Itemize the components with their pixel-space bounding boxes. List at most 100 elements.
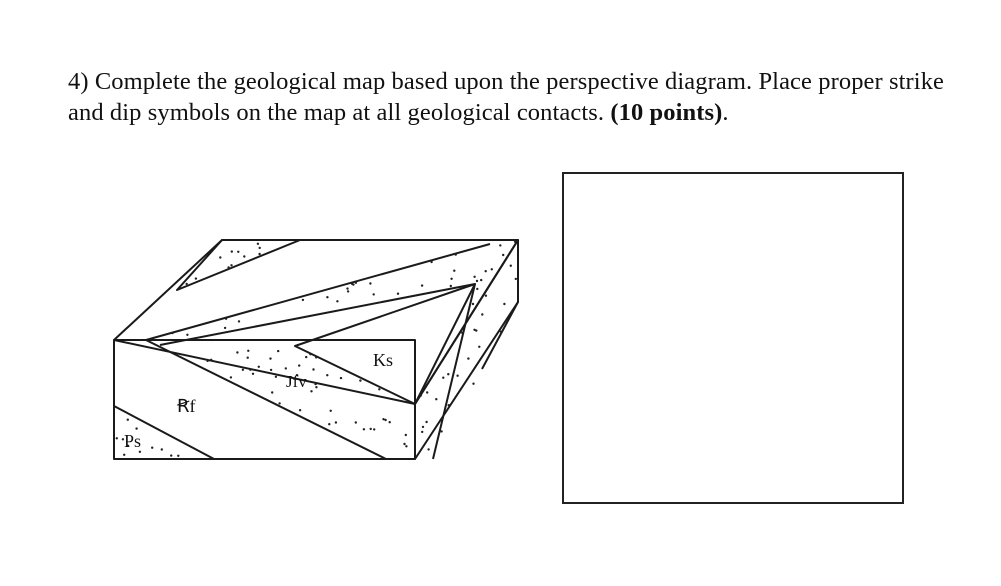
stipple-dot xyxy=(241,368,245,371)
stipple-dot xyxy=(237,250,240,253)
stipple-dot xyxy=(490,268,493,271)
stipple-dot xyxy=(305,355,308,359)
ks-wedge xyxy=(294,283,476,405)
stipple-dot xyxy=(186,333,189,336)
stipple-dot xyxy=(151,446,154,449)
stipple-dot xyxy=(339,376,343,380)
stipple-dot xyxy=(369,282,372,285)
stipple-dot xyxy=(257,365,260,368)
stipple-dot xyxy=(509,264,512,267)
stipple-dot xyxy=(121,438,125,441)
stipple-dot xyxy=(326,296,329,299)
geological-map-box[interactable] xyxy=(562,172,904,504)
stipple-dot xyxy=(467,357,470,360)
stipple-dot xyxy=(475,279,479,283)
contact-front-jfv xyxy=(145,339,387,460)
stipple-dot xyxy=(301,298,305,302)
stipple-dot xyxy=(430,260,433,264)
stipple-dot xyxy=(388,421,391,424)
stipple-dot xyxy=(236,351,239,354)
stipple-dot xyxy=(230,264,233,267)
stipple-dot xyxy=(384,418,387,422)
stipple-dot xyxy=(478,345,481,348)
stipple-dot xyxy=(314,382,317,386)
stipple-dot xyxy=(315,356,318,359)
stipple-dot xyxy=(258,246,261,250)
stipple-dot xyxy=(237,320,241,323)
stipple-dot xyxy=(246,356,249,359)
question-number: 4) xyxy=(68,68,89,95)
stipple-dot xyxy=(503,302,506,306)
stipple-dot xyxy=(123,453,126,456)
stipple-dot xyxy=(298,364,301,367)
stripe-upper-band xyxy=(176,239,301,291)
stipple-dot xyxy=(115,437,119,440)
question-points: (10 points) xyxy=(610,99,723,126)
stipple-dot xyxy=(403,442,406,446)
stipple-dot xyxy=(461,331,464,334)
stipple-dot xyxy=(447,373,450,376)
stipple-pattern xyxy=(115,240,517,457)
stipple-dot xyxy=(126,444,130,447)
stipple-dot xyxy=(513,240,517,243)
stipple-dot xyxy=(298,409,302,412)
stipple-dot xyxy=(312,368,315,371)
stipple-dot xyxy=(453,269,456,272)
stipple-dot xyxy=(426,391,429,394)
stipple-dot xyxy=(271,391,274,394)
stipple-dot xyxy=(135,427,138,430)
stipple-dot xyxy=(382,418,385,421)
stipple-dot xyxy=(405,445,408,448)
stipple-dot xyxy=(396,292,400,295)
stipple-dot xyxy=(476,287,479,291)
stipple-dot xyxy=(421,430,424,434)
stipple-dot xyxy=(269,368,273,372)
stipple-dot xyxy=(223,326,227,330)
stipple-dot xyxy=(484,294,488,297)
question-tail: . xyxy=(722,99,729,126)
stipple-dot xyxy=(449,284,452,288)
stipple-dot xyxy=(170,454,173,457)
stipple-dot xyxy=(171,331,174,335)
stipple-dot xyxy=(369,427,372,431)
stipple-dot xyxy=(473,275,476,278)
stipple-dot xyxy=(480,278,483,282)
stipple-dot xyxy=(160,448,163,451)
stipple-dot xyxy=(350,282,354,286)
stipple-dot xyxy=(425,420,428,424)
stipple-dot xyxy=(475,329,478,332)
block-side-face xyxy=(414,239,519,460)
stipple-dot xyxy=(421,425,425,429)
stipple-dot xyxy=(206,359,209,363)
stipple-dot xyxy=(243,255,246,258)
stipple-dot xyxy=(450,277,453,280)
question-text: 4) Complete the geological map based upo… xyxy=(68,66,968,128)
stipple-dot xyxy=(315,386,318,389)
stipple-dot xyxy=(229,376,233,379)
stipple-dot xyxy=(373,428,376,431)
stipple-dot xyxy=(329,409,332,412)
stipple-dot xyxy=(258,252,261,256)
stipple-dot xyxy=(328,423,331,426)
stipple-dot xyxy=(284,367,287,370)
stipple-dot xyxy=(372,293,375,296)
stipple-dot xyxy=(138,450,142,453)
stipple-dot xyxy=(346,287,349,290)
stipple-dot xyxy=(472,382,475,385)
stipple-dot xyxy=(227,266,230,269)
stipple-dot xyxy=(473,328,476,331)
stipple-dot xyxy=(442,376,445,379)
stipple-dot xyxy=(354,281,358,284)
stipple-dot xyxy=(456,374,459,377)
contact-side-1 xyxy=(432,283,476,460)
stipple-dot xyxy=(251,372,255,375)
stipple-dot xyxy=(295,374,299,377)
stipple-dot xyxy=(362,428,366,431)
label-ks: Ks xyxy=(373,350,393,370)
contact-line-jfv-upper xyxy=(145,243,491,341)
stipple-dot xyxy=(277,349,280,353)
stipple-dot xyxy=(269,357,272,360)
stipple-dot xyxy=(502,253,505,257)
stipple-dot xyxy=(346,290,350,293)
stipple-dot xyxy=(378,388,381,391)
